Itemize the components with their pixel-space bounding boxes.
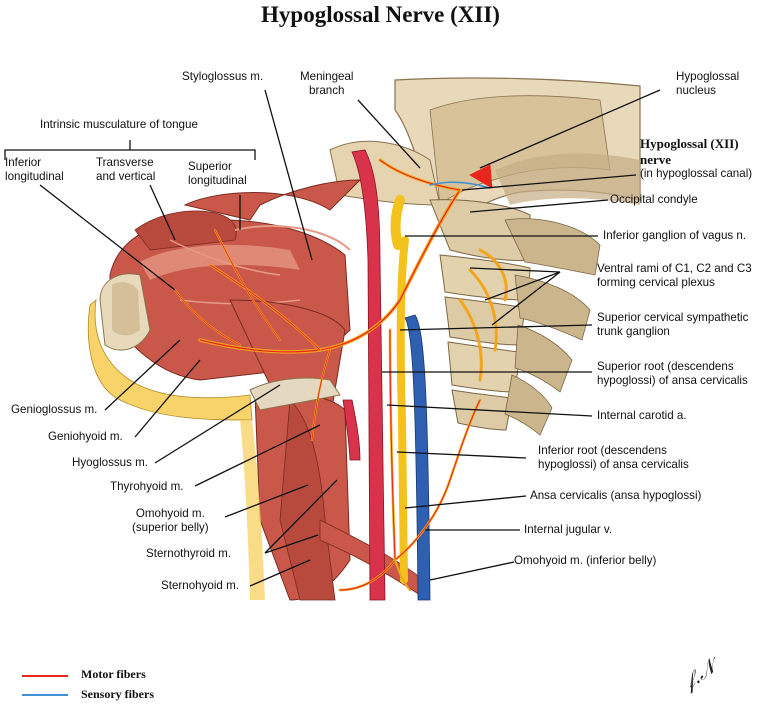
label-sternohyoid: Sternohyoid m.: [161, 579, 239, 592]
label-hypoglossal-nerve: Hypoglossal (XII) nerve: [640, 136, 739, 167]
label-intrinsic-musculature: Intrinsic musculature of tongue: [40, 118, 198, 131]
label-superior-longitudinal: Superior longitudinal: [188, 160, 247, 187]
label-hypoglossal-nucleus: Hypoglossal nucleus: [676, 70, 740, 97]
label-internal-carotid: Internal carotid a.: [597, 409, 687, 422]
label-inferior-root: Inferior root (descendens hypoglossi) of…: [538, 444, 689, 471]
label-thyrohyoid: Thyrohyoid m.: [110, 480, 184, 493]
label-superior-root: Superior root (descendens hypoglossi) of…: [597, 360, 748, 387]
legend-motor-label: Motor fibers: [81, 667, 146, 681]
label-inferior-ganglion-vagus: Inferior ganglion of vagus n.: [603, 229, 747, 242]
label-transverse-vertical: Transverse and vertical: [96, 156, 156, 183]
label-omohyoid-superior: Omohyoid m. (superior belly): [132, 507, 209, 534]
label-styloglossus: Styloglossus m.: [182, 70, 264, 83]
label-sternothyroid: Sternothyroid m.: [146, 547, 232, 560]
page-title: Hypoglossal Nerve (XII): [261, 2, 500, 27]
label-internal-jugular: Internal jugular v.: [524, 523, 613, 536]
cervical-vertebrae: [429, 199, 601, 436]
label-occipital-condyle: Occipital condyle: [610, 193, 698, 206]
leader-lines: [4, 89, 661, 587]
label-meningeal-branch: Meningeal branch: [300, 70, 354, 97]
label-inferior-longitudinal: Inferior longitudinal: [5, 156, 64, 183]
label-sympathetic-ganglion: Superior cervical sympathetic trunk gang…: [597, 311, 749, 338]
nerves: [174, 158, 508, 592]
label-ansa-cervicalis: Ansa cervicalis (ansa hypoglossi): [530, 489, 702, 502]
vessels: [342, 149, 431, 601]
label-genioglossus: Genioglossus m.: [11, 403, 98, 416]
label-ventral-rami: Ventral rami of C1, C2 and C3 forming ce…: [597, 262, 752, 289]
label-hyoglossus: Hyoglossus m.: [72, 456, 149, 469]
label-hypoglossal-canal: (in hypoglossal canal): [640, 167, 753, 180]
legend-swatches: [22, 675, 68, 696]
label-omohyoid-inferior: Omohyoid m. (inferior belly): [514, 554, 657, 567]
label-geniohyoid: Geniohyoid m.: [48, 430, 123, 443]
mandible: [87, 273, 265, 600]
legend-sensory-label: Sensory fibers: [81, 687, 154, 701]
